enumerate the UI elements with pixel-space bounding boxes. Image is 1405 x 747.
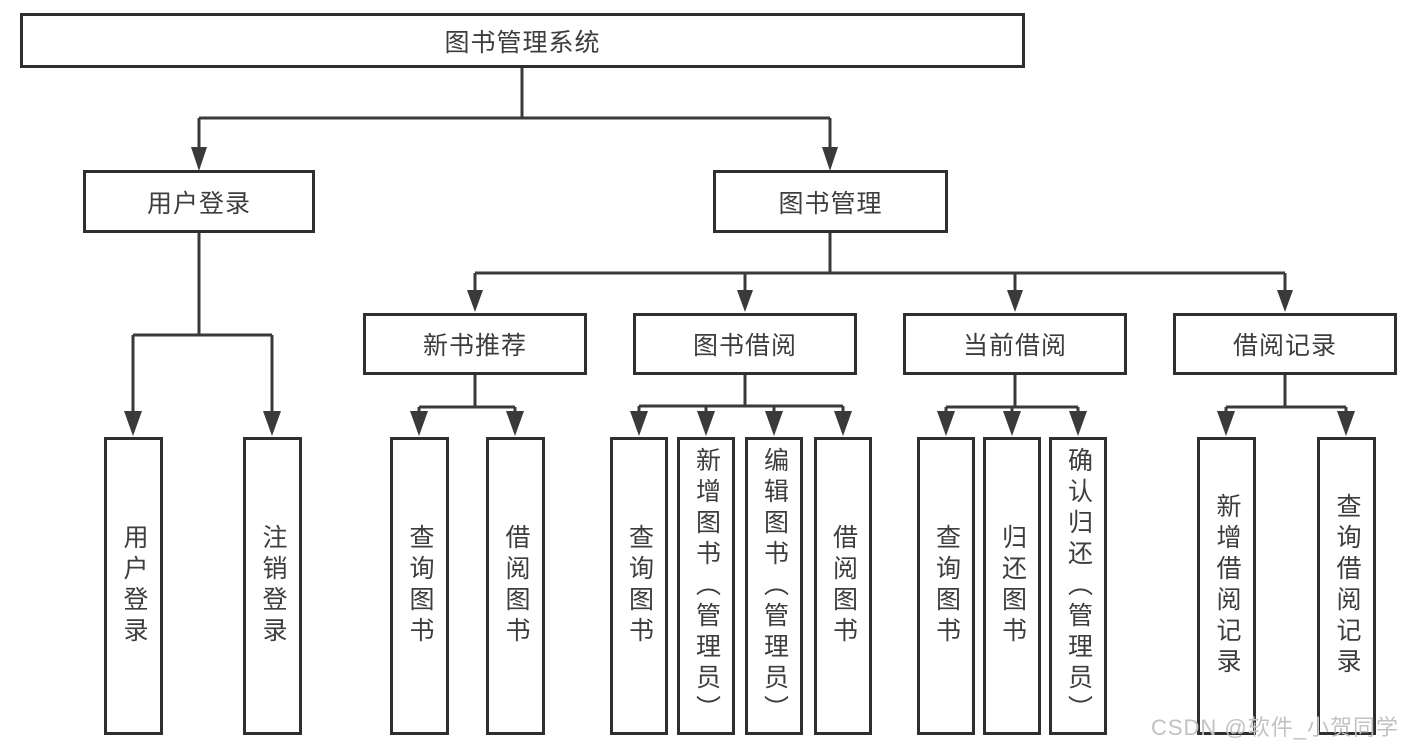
arrowheads (124, 147, 1355, 436)
leaf-records-query-record: 查询借阅记录 (1317, 437, 1376, 735)
leaf-recommend-query-books: 查询图书 (390, 437, 449, 735)
leaf-borrow-query-books: 查询图书 (610, 437, 668, 735)
leaf-borrow-borrow-books: 借阅图书 (814, 437, 872, 735)
leaf-borrow-add-books-admin: 新增图书（管理员） (677, 437, 735, 735)
leaf-current-return-books: 归还图书 (983, 437, 1041, 735)
leaf-records-add-record: 新增借阅记录 (1197, 437, 1256, 735)
node-book-management: 图书管理 (713, 170, 948, 233)
node-user-login: 用户登录 (83, 170, 315, 233)
csdn-watermark: CSDN @软件_小贺同学 (1150, 715, 1399, 740)
node-root-system: 图书管理系统 (20, 13, 1025, 68)
node-current-borrow: 当前借阅 (903, 313, 1127, 375)
node-book-borrow: 图书借阅 (633, 313, 857, 375)
leaf-current-confirm-return-admin: 确认归还（管理员） (1049, 437, 1107, 735)
leaf-borrow-edit-books-admin: 编辑图书（管理员） (745, 437, 803, 735)
node-borrow-records: 借阅记录 (1173, 313, 1397, 375)
leaf-user-login: 用户登录 (104, 437, 163, 735)
leaf-current-query-books: 查询图书 (917, 437, 975, 735)
node-new-book-recommend: 新书推荐 (363, 313, 587, 375)
leaf-logout: 注销登录 (243, 437, 302, 735)
leaf-recommend-borrow-books: 借阅图书 (486, 437, 545, 735)
